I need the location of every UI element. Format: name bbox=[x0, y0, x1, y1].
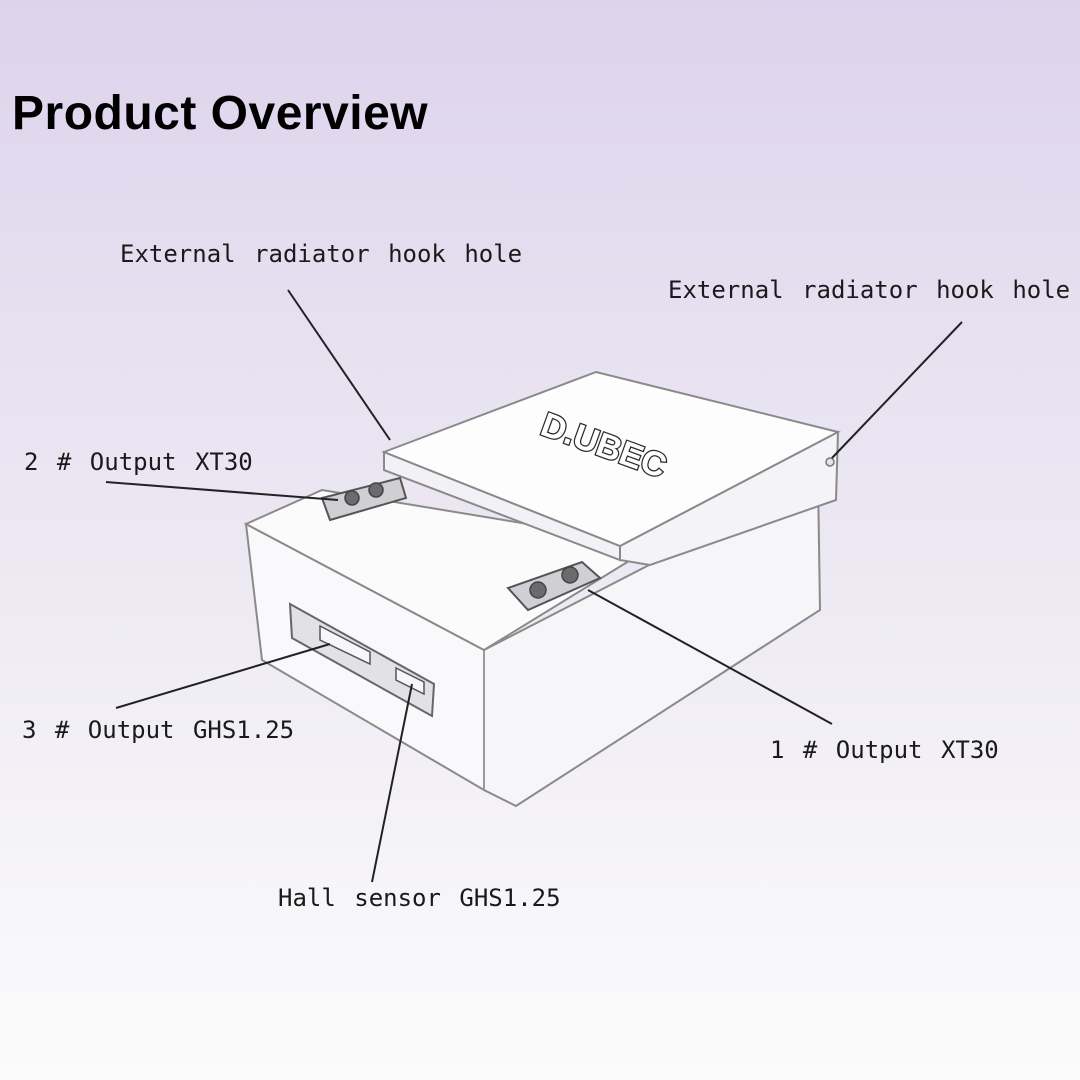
leader-output2 bbox=[105, 481, 339, 501]
lid-top-face bbox=[381, 370, 841, 548]
callout-hook-hole-right: External radiator hook hole bbox=[668, 276, 1071, 304]
leader-hook-hole-left bbox=[287, 289, 391, 441]
hook-hole-right-icon bbox=[825, 457, 835, 467]
leader-hook-hole-right bbox=[831, 321, 963, 459]
leader-hall-sensor bbox=[371, 683, 413, 883]
leader-output3 bbox=[115, 643, 331, 709]
callout-hook-hole-left: External radiator hook hole bbox=[120, 240, 523, 268]
leader-output1 bbox=[587, 589, 833, 725]
callout-hall-sensor: Hall sensor GHS1.25 bbox=[278, 884, 561, 912]
front-port-opening-icon bbox=[288, 602, 436, 718]
callout-output-1: 1 # Output XT30 bbox=[770, 736, 999, 764]
callout-output-2: 2 # Output XT30 bbox=[24, 448, 253, 476]
page-title: Product Overview bbox=[12, 87, 429, 140]
xt30-connector-2-icon bbox=[320, 476, 408, 522]
xt30-connector-1-icon bbox=[506, 560, 602, 612]
callout-output-3: 3 # Output GHS1.25 bbox=[22, 716, 295, 744]
